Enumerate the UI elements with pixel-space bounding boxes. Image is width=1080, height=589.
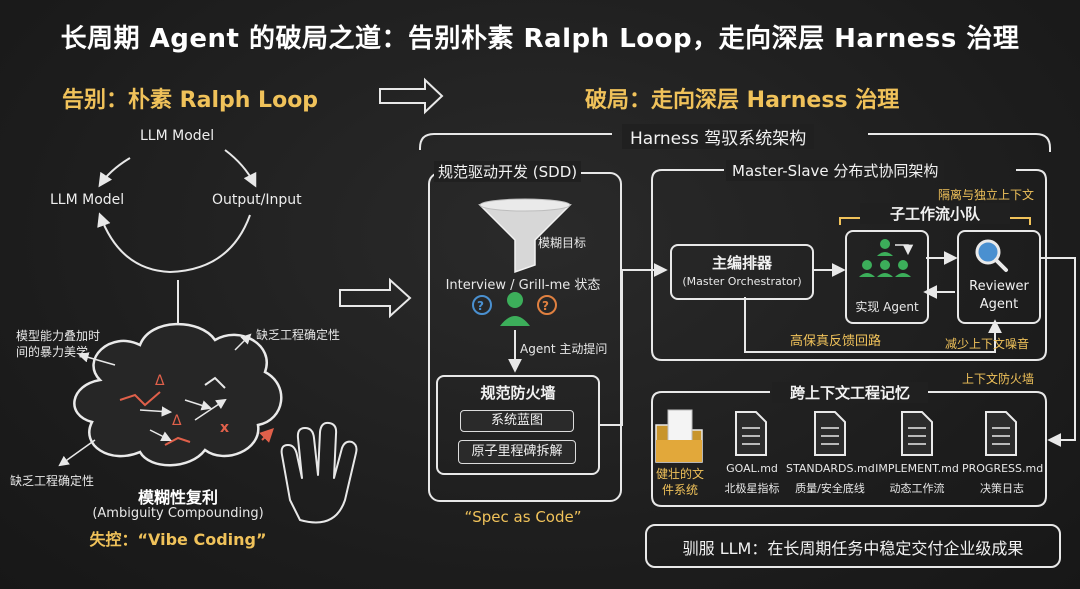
funnel-icon: [478, 198, 572, 274]
page-title: 长周期 Agent 的破局之道：告别朴素 Ralph Loop，走向深层 Har…: [60, 24, 1020, 54]
note-no-determinism-right: 缺乏工程确定性: [256, 328, 341, 342]
agent-ask-label: Agent 主动提问: [520, 342, 608, 356]
loop-label-left: LLM Model: [50, 192, 125, 208]
folder-label: 健壮的文 件系统: [655, 467, 704, 497]
loop-label-top: LLM Model: [140, 128, 215, 144]
svg-text:ᐃ: ᐃ: [172, 413, 182, 429]
orchestrator-box: [670, 244, 814, 300]
orchestrator-label: 主编排器: [711, 254, 772, 272]
loop-label-right: Output/Input: [212, 192, 302, 208]
left-heading: 告别：朴素 Ralph Loop: [62, 88, 319, 113]
ralph-loop-cycle: [97, 149, 257, 274]
memory-title: 跨上下文工程记忆: [772, 382, 928, 403]
note-brute-force: 模型能力叠加时 间的暴力美学: [16, 329, 101, 359]
spec-firewall-title: 规范防火墙: [480, 384, 556, 402]
top-hollow-arrow: [379, 77, 444, 115]
team-label: 子工作流小队: [860, 203, 1010, 224]
master-slave-title: Master-Slave 分布式协同架构: [726, 160, 945, 181]
implement-agent-label: 实现 Agent: [855, 300, 919, 314]
harness-frame-top-right: [868, 133, 1051, 152]
cloud-pointer-left-top: [77, 352, 116, 366]
implement-agent-box: [845, 230, 929, 324]
ambiguity-cloud: ᐃ ᐃ x: [73, 322, 283, 467]
memory-frame-top-left: [651, 391, 770, 405]
standards-file-desc: 质量/安全底线: [795, 482, 865, 495]
svg-text:x: x: [220, 420, 229, 436]
reviewer-agent-box: [957, 230, 1041, 324]
implement-agent-icon: [859, 239, 914, 277]
orchestrator-en-label: (Master Orchestrator): [682, 275, 802, 288]
ms-frame: [651, 169, 1047, 361]
context-firewall-label: 上下文防火墙: [962, 372, 1035, 386]
sdd-title: 规范驱动开发 (SDD): [434, 161, 582, 182]
spec-as-code-label: “Spec as Code”: [464, 508, 582, 526]
feedback-loop-label: 高保真反馈回路: [790, 334, 882, 349]
right-heading: 破局：走向深层 Harness 治理: [585, 88, 900, 113]
conclusion-box: [645, 524, 1061, 568]
feedback-loop-arrow: [744, 297, 1002, 353]
goal-file-desc: 北极星指标: [724, 482, 780, 495]
folder-icon: [655, 409, 703, 463]
reviewer-agent-label: Reviewer Agent: [969, 279, 1029, 312]
funnel-label: 模糊目标: [538, 236, 587, 250]
goal-doc-icon: [735, 411, 767, 456]
magnifier-icon: [975, 239, 1008, 272]
ms-frame-top-left: [651, 169, 724, 185]
cloud-pointer-red: [259, 428, 274, 443]
context-firewall-arrow: [1040, 257, 1076, 447]
milestone-chip: 原子里程碑拆解: [458, 440, 576, 464]
implement-doc-icon: [901, 411, 933, 456]
standards-doc-icon: [814, 411, 846, 456]
vibe-coding-label: 失控：“Vibe Coding”: [89, 530, 267, 549]
interview-label: Interview / Grill-me 状态: [445, 278, 601, 293]
goal-file-name: GOAL.md: [726, 462, 778, 475]
implement-file-desc: 动态工作流: [889, 482, 945, 495]
progress-doc-icon: [985, 411, 1017, 456]
cloud-subtitle: (Ambiguity Compounding): [92, 506, 264, 521]
svg-text:?: ?: [477, 299, 484, 313]
implement-file-name: IMPLEMENT.md: [875, 462, 959, 475]
memory-frame: [651, 391, 1047, 507]
harness-frame-title: Harness 驾驭系统架构: [622, 124, 815, 149]
isolation-label: 隔离与独立上下文: [938, 188, 1035, 202]
conclusion-label: 驯服 LLM：在长周期任务中稳定交付企业级成果: [682, 539, 1024, 558]
svg-text:ᐃ: ᐃ: [155, 373, 165, 389]
svg-text:?: ?: [542, 299, 549, 313]
standards-file-name: STANDARDS.md: [786, 462, 875, 475]
progress-file-desc: 决策日志: [980, 482, 1024, 495]
cloud-pointer-right-top: [234, 333, 252, 351]
cloud-pointer-left-bottom: [58, 439, 96, 467]
blueprint-chip: 系统蓝图: [460, 410, 574, 432]
spec-firewall-box: [436, 375, 600, 475]
harness-frame-top-left: [419, 133, 612, 150]
progress-file-name: PROGRESS.md: [962, 462, 1044, 475]
noise-reduction-label: 减少上下文噪音: [945, 337, 1030, 351]
sdd-to-orchestrator-arrow: [600, 263, 668, 426]
hand-icon: [280, 421, 358, 524]
interview-people-icon: ? ?: [472, 292, 557, 326]
cloud-title: 模糊性复利: [137, 488, 218, 507]
middle-hollow-arrow: [339, 277, 412, 319]
note-no-determinism-left: 缺乏工程确定性: [10, 474, 95, 488]
